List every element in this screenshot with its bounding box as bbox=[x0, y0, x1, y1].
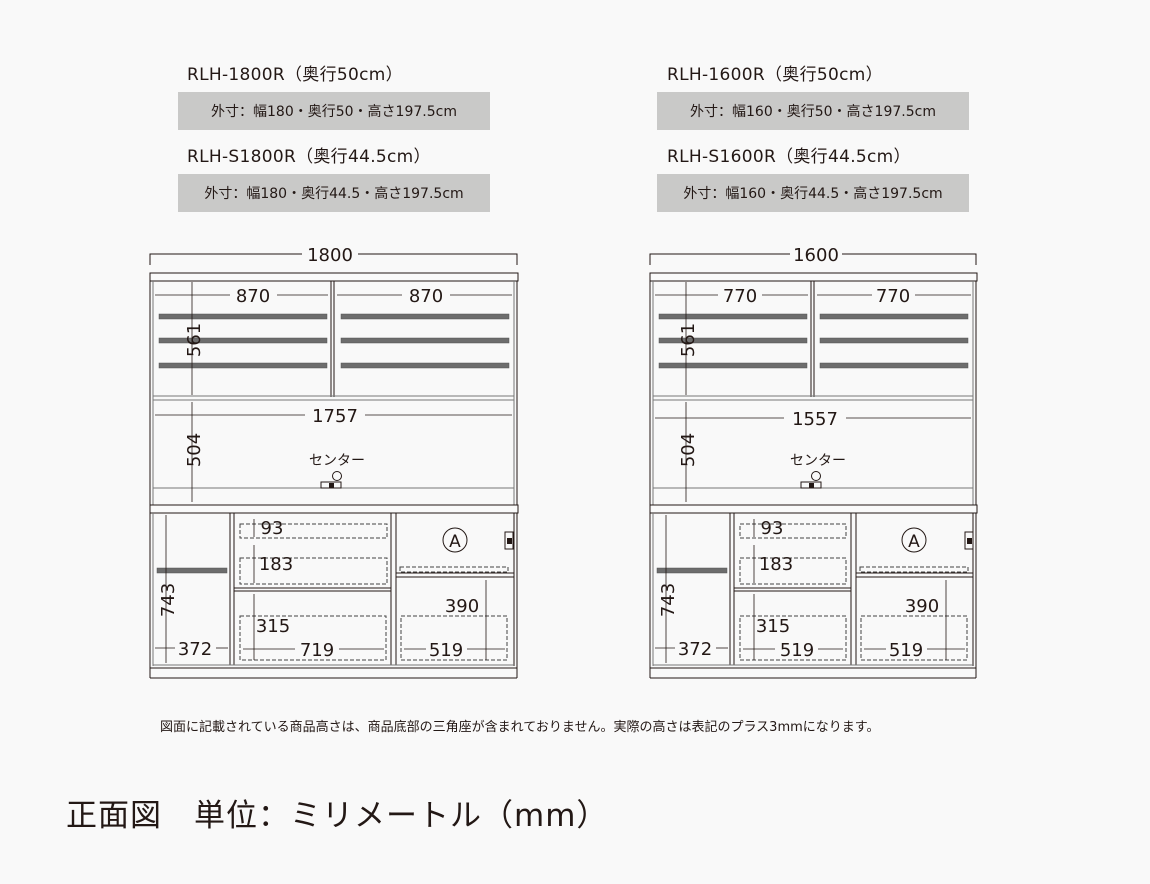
dim-lower-height: 743 bbox=[158, 583, 179, 617]
page-title: 正面図 単位：ミリメートル（mm） bbox=[66, 798, 609, 834]
spec-box-rlh-s1800r: 外寸：幅180・奥行44.5・高さ197.5cm bbox=[178, 174, 490, 212]
model-name-rlh-1600r: RLH-1600R（奥行50cm） bbox=[667, 65, 883, 85]
dim-right-compartment-height: 390 bbox=[445, 596, 479, 617]
dim-upper-height: 561 bbox=[678, 323, 699, 357]
dim-overall-width: 1800 bbox=[307, 245, 353, 266]
model-name-rlh-1800r: RLH-1800R（奥行50cm） bbox=[187, 65, 403, 85]
dim-middle-height: 504 bbox=[678, 433, 699, 467]
dim-lower-left-width: 372 bbox=[678, 639, 712, 660]
dim-right-compartment-width: 519 bbox=[429, 640, 463, 661]
dim-drawer-top: 93 bbox=[761, 518, 784, 539]
dim-drawer-top: 93 bbox=[261, 518, 284, 539]
dim-upper-right-width: 870 bbox=[409, 286, 443, 307]
dim-lower-left-width: 372 bbox=[178, 639, 212, 660]
marker-a: A bbox=[908, 532, 920, 552]
spec-box-rlh-1800r: 外寸：幅180・奥行50・高さ197.5cm bbox=[178, 92, 490, 130]
spec-box-rlh-1600r: 外寸：幅160・奥行50・高さ197.5cm bbox=[657, 92, 969, 130]
dim-middle-height: 504 bbox=[184, 433, 205, 467]
dim-drawer-mid: 183 bbox=[759, 554, 793, 575]
dim-upper-left-width: 770 bbox=[723, 286, 757, 307]
dim-upper-right-width: 770 bbox=[876, 286, 910, 307]
spec-text: 外寸：幅160・奥行50・高さ197.5cm bbox=[690, 104, 936, 120]
dim-overall-width: 1600 bbox=[793, 245, 839, 266]
dim-drawer-bottom-width: 719 bbox=[300, 640, 334, 661]
dim-right-compartment-width: 519 bbox=[889, 640, 923, 661]
dim-lower-height: 743 bbox=[658, 583, 679, 617]
dim-middle-width: 1557 bbox=[792, 409, 838, 430]
marker-a: A bbox=[449, 532, 461, 552]
dim-right-compartment-height: 390 bbox=[905, 596, 939, 617]
spec-text: 外寸：幅180・奥行50・高さ197.5cm bbox=[211, 104, 457, 120]
center-label: センター bbox=[309, 453, 365, 469]
dim-drawer-bottom-height: 315 bbox=[256, 616, 290, 637]
dim-upper-left-width: 870 bbox=[236, 286, 270, 307]
model-name-rlh-s1600r: RLH-S1600R（奥行44.5cm） bbox=[667, 147, 911, 167]
spec-text: 外寸：幅180・奥行44.5・高さ197.5cm bbox=[204, 186, 464, 202]
dim-upper-height: 561 bbox=[184, 323, 205, 357]
dim-drawer-mid: 183 bbox=[259, 554, 293, 575]
dim-middle-width: 1757 bbox=[312, 406, 358, 427]
dim-drawer-bottom-height: 315 bbox=[756, 616, 790, 637]
spec-text: 外寸：幅160・奥行44.5・高さ197.5cm bbox=[683, 186, 943, 202]
spec-box-rlh-s1600r: 外寸：幅160・奥行44.5・高さ197.5cm bbox=[657, 174, 969, 212]
height-note: 図面に記載されている商品高さは、商品底部の三角座が含まれておりません。実際の高さ… bbox=[160, 720, 880, 735]
dim-drawer-bottom-width: 519 bbox=[780, 640, 814, 661]
model-name-rlh-s1800r: RLH-S1800R（奥行44.5cm） bbox=[187, 147, 431, 167]
center-label: センター bbox=[790, 453, 846, 469]
